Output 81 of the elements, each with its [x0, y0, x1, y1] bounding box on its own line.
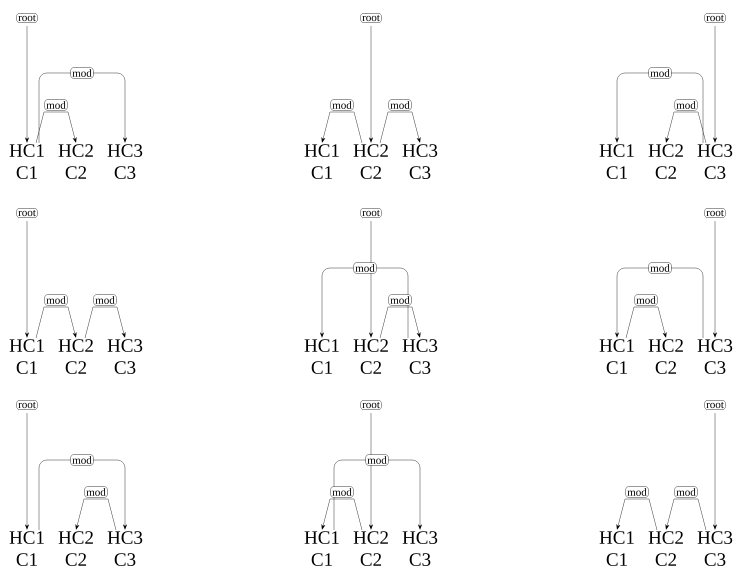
- word: HC2 C2: [354, 339, 388, 374]
- edge-label: mod: [70, 454, 94, 466]
- edge-label: root: [704, 208, 726, 218]
- word: HC3 C3: [108, 339, 142, 374]
- edge-label: mod: [94, 294, 116, 306]
- arrow: [380, 112, 421, 144]
- word: HC2 C2: [648, 339, 683, 374]
- edge-label: mod: [674, 486, 698, 498]
- arrow: [38, 72, 127, 144]
- edge-label: mod: [648, 67, 672, 79]
- edge-label: root: [360, 400, 382, 410]
- arrow: [320, 268, 408, 338]
- word: HC3 C3: [698, 531, 732, 566]
- word: HC1 C1: [304, 144, 339, 179]
- arrow: [713, 26, 718, 143]
- word: HC2 C2: [354, 144, 388, 179]
- edge-label: mod: [634, 294, 658, 306]
- arrow: [75, 498, 116, 530]
- word: HC3 C3: [402, 531, 438, 566]
- edge-label: mod: [674, 99, 698, 111]
- arrow: [321, 498, 362, 530]
- word: HC2 C2: [58, 144, 93, 179]
- word: HC3 C3: [108, 531, 142, 566]
- arrow: [615, 72, 704, 144]
- word: HC2 C2: [58, 531, 93, 566]
- word: HC1 C1: [10, 531, 44, 566]
- arrow: [380, 306, 421, 338]
- edge-label: root: [704, 13, 726, 23]
- word: HC3 C3: [698, 339, 732, 374]
- arrow: [321, 112, 362, 144]
- arrow: [25, 220, 29, 338]
- word: HC3 C3: [108, 144, 142, 179]
- word: HC3 C3: [402, 339, 438, 374]
- word: HC2 C2: [648, 531, 683, 566]
- edge-label: root: [16, 400, 38, 410]
- word: HC3 C3: [402, 144, 438, 179]
- word: HC1 C1: [10, 144, 44, 179]
- edge-label: root: [16, 208, 38, 218]
- word: HC1 C1: [600, 339, 634, 374]
- edge-label: root: [360, 13, 382, 23]
- edge-label: root: [360, 208, 382, 218]
- edge-label: mod: [388, 294, 412, 306]
- arrow: [616, 498, 658, 530]
- edge-label: mod: [70, 67, 94, 79]
- word: HC2 C2: [648, 144, 683, 179]
- arrow: [25, 26, 29, 143]
- edge-label: mod: [648, 262, 672, 274]
- word: HC2 C2: [354, 531, 388, 566]
- edge-label: mod: [330, 486, 354, 498]
- arrow: [665, 112, 706, 144]
- arrow: [369, 412, 373, 530]
- arrow: [615, 268, 704, 338]
- word: HC3 C3: [698, 144, 732, 179]
- edge-label: mod: [354, 262, 376, 274]
- arrow: [626, 306, 667, 338]
- edge-label: mod: [366, 454, 388, 466]
- edge-label: mod: [44, 294, 68, 306]
- edge-label: mod: [84, 486, 108, 498]
- arrow: [36, 112, 77, 144]
- edge-label: root: [16, 13, 38, 23]
- arrow: [36, 306, 77, 338]
- edge-label: mod: [330, 99, 354, 111]
- arrow: [334, 460, 422, 530]
- arrow: [38, 460, 127, 530]
- edge-label: mod: [388, 99, 412, 111]
- word: HC1 C1: [10, 339, 44, 374]
- arrow: [369, 220, 373, 338]
- word: HC1 C1: [600, 144, 634, 179]
- arrow: [369, 26, 373, 143]
- edge-label: mod: [44, 99, 68, 111]
- arrow: [84, 306, 126, 338]
- word: HC1 C1: [600, 531, 634, 566]
- word: HC2 C2: [58, 339, 93, 374]
- word: HC1 C1: [304, 339, 339, 374]
- arrow: [25, 412, 29, 530]
- arrow: [713, 220, 718, 338]
- edge-label: root: [704, 400, 726, 410]
- arrow: [713, 412, 718, 530]
- edge-label: mod: [626, 486, 648, 498]
- arrow: [665, 498, 706, 530]
- word: HC1 C1: [304, 531, 339, 566]
